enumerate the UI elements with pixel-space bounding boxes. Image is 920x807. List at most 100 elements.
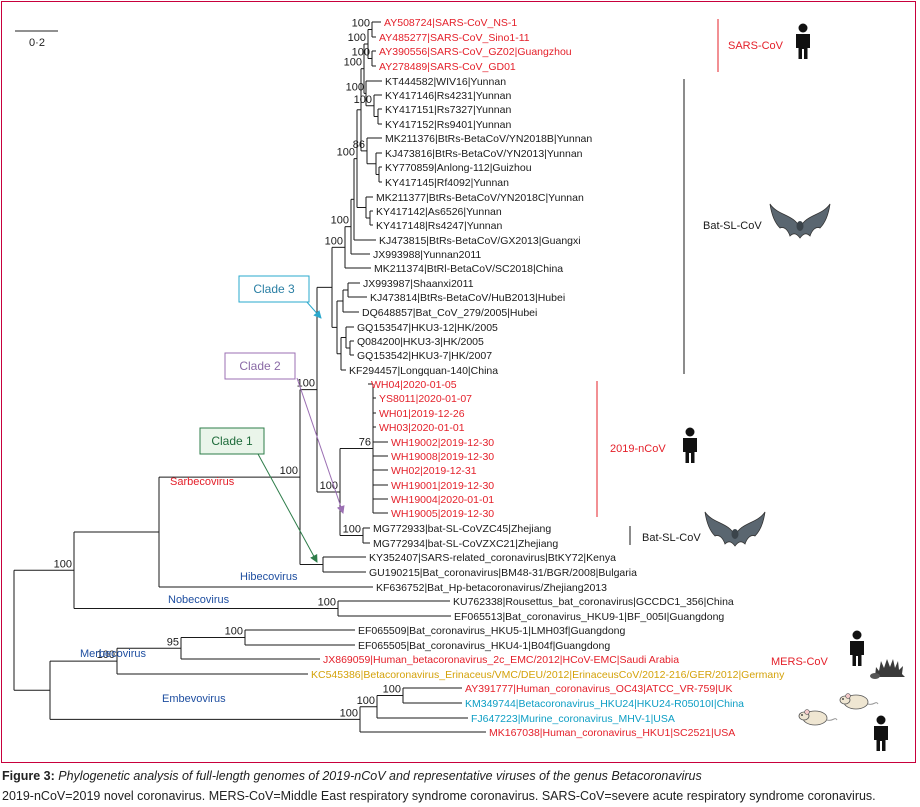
taxon-label: MK167038|Human_coronavirus_HKU1|SC2521|U… xyxy=(489,727,735,739)
subgenus-label: Nobecovirus xyxy=(168,594,230,606)
taxon-label: Q084200|HKU3-3|HK/2005 xyxy=(357,336,484,348)
taxon-label: WH01|2019-12-26 xyxy=(379,408,465,420)
figure-title: Phylogenetic analysis of full-length gen… xyxy=(54,769,702,783)
taxon-label: KY417152|Rs9401|Yunnan xyxy=(385,119,511,131)
taxon-label: GU190215|Bat_coronavirus|BM48-31/BGR/200… xyxy=(369,567,637,579)
taxon-label: JX869059|Human_betacoronavirus_2c_EMC/20… xyxy=(323,654,679,666)
bootstrap-value: 95 xyxy=(167,636,179,648)
taxon-labels: AY508724|SARS-CoV_NS-1AY485277|SARS-CoV_… xyxy=(311,17,785,739)
bat-icon xyxy=(769,203,831,239)
taxon-label: WH19001|2019-12-30 xyxy=(391,480,494,492)
phylogenetic-tree: 0·2 AY508724|SARS-CoV_NS-1AY485277|SARS-… xyxy=(13,17,905,751)
clade-label: Clade 1 xyxy=(211,434,253,448)
subgenus-label: Hibecovirus xyxy=(240,571,298,583)
mouse-icon xyxy=(798,709,838,726)
taxon-label: KY417142|As6526|Yunnan xyxy=(376,206,502,218)
taxon-label: MK211377|BtRs-BetaCoV/YN2018C|Yunnan xyxy=(376,192,584,204)
taxon-label: WH02|2019-12-31 xyxy=(391,465,477,477)
group-label: Bat-SL-CoV xyxy=(703,220,762,232)
group-label: 2019-nCoV xyxy=(610,443,666,455)
group-bars: SARS-CoV Bat-SL-CoV 2019-nCoV Bat-SL-CoV MER… xyxy=(596,19,829,668)
bootstrap-value: 100 xyxy=(280,465,298,477)
taxon-label: WH04|2020-01-05 xyxy=(371,379,457,391)
taxon-label: GQ153542|HKU3-7|HK/2007 xyxy=(357,350,492,362)
bootstrap-value: 100 xyxy=(225,626,243,638)
bootstrap-value: 100 xyxy=(352,47,370,59)
bootstrap-value: 100 xyxy=(357,695,375,707)
abbreviation-text: 2019-nCoV=2019 novel coronavirus. MERS-C… xyxy=(2,789,876,803)
human-icon xyxy=(850,630,864,666)
taxon-label: KM349744|Betacoronavirus_HKU24|HKU24-R05… xyxy=(465,698,744,710)
human-icon xyxy=(683,427,697,463)
taxon-label: KY352407|SARS-related_coronavirus|BtKY72… xyxy=(369,552,616,564)
scale-bar-label: 0·2 xyxy=(29,37,45,49)
taxon-label: WH19005|2019-12-30 xyxy=(391,508,494,520)
taxon-label: KT444582|WIV16|Yunnan xyxy=(385,76,506,88)
tree-branches xyxy=(13,21,486,733)
taxon-label: FJ647223|Murine_coronavirus_MHV-1|USA xyxy=(471,713,675,725)
taxon-label: AY278489|SARS-CoV_GD01 xyxy=(379,61,516,73)
taxon-label: KF294457|Longquan-140|China xyxy=(349,365,498,377)
bat-icon xyxy=(704,511,766,547)
bootstrap-value: 100 xyxy=(346,81,364,93)
bootstrap-value: 100 xyxy=(331,215,349,227)
taxon-label: MG772933|bat-SL-CoVZC45|Zhejiang xyxy=(373,523,551,535)
taxon-label: KU762338|Rousettus_bat_coronavirus|GCCDC… xyxy=(453,596,734,608)
taxon-label: KJ473815|BtRs-BetaCoV/GX2013|Guangxi xyxy=(379,235,581,247)
clade-label: Clade 3 xyxy=(253,282,295,296)
bootstrap-values: 1001001001001001008610010010010076100100… xyxy=(54,18,401,720)
bootstrap-value: 100 xyxy=(340,707,358,719)
taxon-label: KY770859|Anlong-112|Guizhou xyxy=(385,162,532,174)
taxon-label: KC545386|Betacoronavirus_Erinaceus/VMC/D… xyxy=(311,669,785,681)
taxon-label: KY417145|Rf4092|Yunnan xyxy=(385,177,509,189)
clade-box xyxy=(224,352,296,380)
bootstrap-value: 100 xyxy=(318,597,336,609)
taxon-label: YS8011|2020-01-07 xyxy=(379,393,472,405)
taxon-label: WH19004|2020-01-01 xyxy=(391,494,494,506)
taxon-label: DQ648857|Bat_CoV_279/2005|Hubei xyxy=(362,307,537,319)
taxon-label: EF065513|Bat_coronavirus_HKU9-1|BF_005I|… xyxy=(454,611,724,623)
clade-label: Clade 2 xyxy=(239,359,281,373)
group-label: Bat-SL-CoV xyxy=(642,532,701,544)
bootstrap-value: 100 xyxy=(325,235,343,247)
taxon-label: MK211376|BtRs-BetaCoV/YN2018B|Yunnan xyxy=(385,133,592,145)
figure-caption-abbreviations: 2019-nCoV=2019 novel coronavirus. MERS-C… xyxy=(2,789,876,803)
taxon-label: AY508724|SARS-CoV_NS-1 xyxy=(384,17,517,29)
subgenus-labels: SarbecovirusHibecovirusNobecovirusMerbec… xyxy=(80,476,298,705)
group-label: MERS-CoV xyxy=(771,656,829,668)
figure-frame xyxy=(1,1,916,763)
taxon-label: WH19008|2019-12-30 xyxy=(391,451,494,463)
clade-box xyxy=(238,275,310,303)
bootstrap-value: 86 xyxy=(353,139,365,151)
figure-caption-title: Figure 3: Phylogenetic analysis of full-… xyxy=(2,769,702,783)
figure-label: Figure 3: xyxy=(2,769,55,783)
taxon-label: WH03|2020-01-01 xyxy=(379,422,465,434)
human-icon xyxy=(796,23,810,59)
subgenus-label: Merbecovirus xyxy=(80,648,147,660)
clade-arrow xyxy=(257,453,318,563)
bootstrap-value: 100 xyxy=(320,480,338,492)
bootstrap-value: 100 xyxy=(337,147,355,159)
group-label: SARS-CoV xyxy=(728,40,784,52)
subgenus-label: Sarbecovirus xyxy=(170,476,235,488)
bootstrap-value: 100 xyxy=(54,558,72,570)
taxon-label: AY391777|Human_coronavirus_OC43|ATCC_VR-… xyxy=(465,683,733,695)
clade-arrow xyxy=(305,300,322,319)
bootstrap-value: 100 xyxy=(97,649,115,661)
taxon-label: KY417151|Rs7327|Yunnan xyxy=(385,104,511,116)
bootstrap-value: 100 xyxy=(344,57,362,69)
human-icon xyxy=(874,715,888,751)
host-icons xyxy=(683,23,905,751)
taxon-label: AY390556|SARS-CoV_GZ02|Guangzhou xyxy=(379,46,572,58)
bootstrap-value: 76 xyxy=(359,437,371,449)
clade-box xyxy=(199,427,265,455)
taxon-label: AY485277|SARS-CoV_Sino1-11 xyxy=(379,32,530,44)
bootstrap-value: 100 xyxy=(354,94,372,106)
bootstrap-value: 100 xyxy=(383,684,401,696)
taxon-label: MK211374|BtRl-BetaCoV/SC2018|China xyxy=(374,263,563,275)
taxon-label: KJ473814|BtRs-BetaCoV/HuB2013|Hubei xyxy=(370,292,565,304)
subgenus-label: Embevovirus xyxy=(162,693,226,705)
taxon-label: KY417148|Rs4247|Yunnan xyxy=(376,220,502,232)
taxon-label: KF636752|Bat_Hp-betacoronavirus/Zhejiang… xyxy=(376,582,607,594)
taxon-label: KJ473816|BtRs-BetaCoV/YN2013|Yunnan xyxy=(385,148,583,160)
